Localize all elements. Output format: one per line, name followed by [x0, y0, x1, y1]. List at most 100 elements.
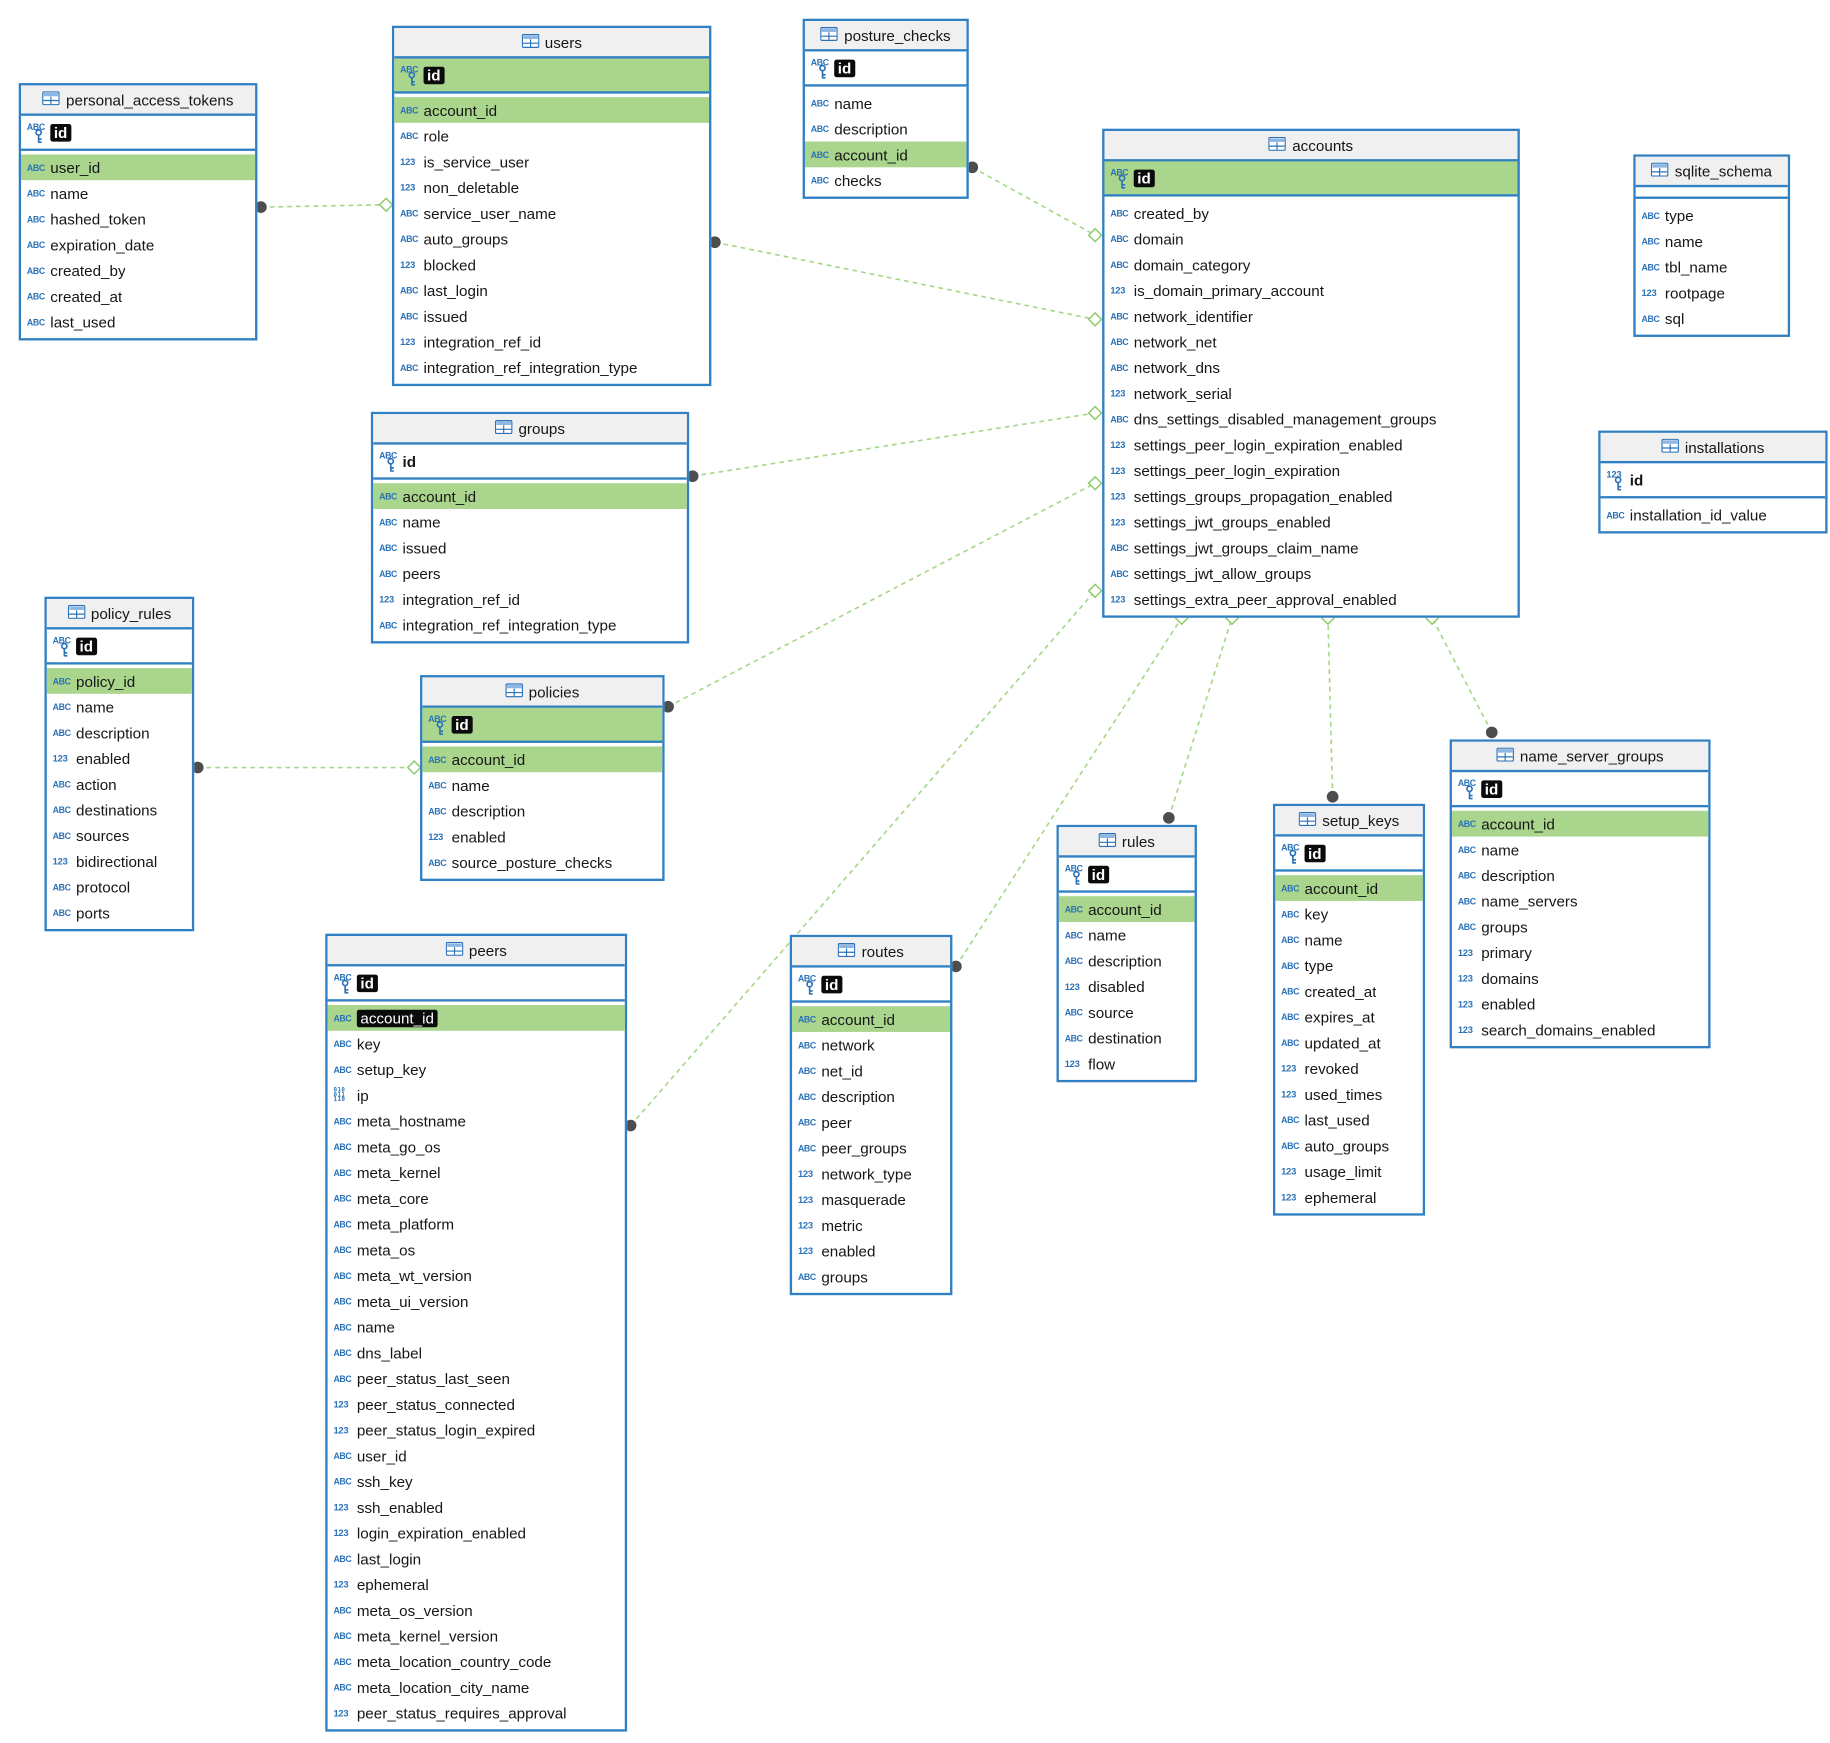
table-header[interactable]: posture_checks	[804, 21, 967, 52]
table-header[interactable]: policy_rules	[46, 599, 192, 630]
table-header[interactable]: routes	[792, 937, 951, 968]
relationship-setup_keys-accounts[interactable]	[1320, 610, 1339, 803]
table-header[interactable]: personal_access_tokens	[21, 85, 256, 116]
table-header[interactable]: accounts	[1104, 131, 1518, 162]
table-header[interactable]: setup_keys	[1275, 806, 1423, 837]
relationship-rules-accounts[interactable]	[1162, 610, 1240, 824]
relationship-peers-accounts[interactable]	[624, 583, 1103, 1132]
relationship-posture_checks-accounts[interactable]	[966, 161, 1103, 243]
table-header[interactable]: name_server_groups	[1451, 741, 1709, 773]
relationship-policies-accounts[interactable]	[662, 475, 1103, 713]
table-header[interactable]: installations	[1600, 432, 1826, 464]
table-header[interactable]: users	[394, 28, 710, 59]
relationship-policy_rules-policies[interactable]	[191, 760, 422, 776]
table-header[interactable]: policies	[422, 677, 663, 708]
table-header[interactable]: groups	[373, 414, 687, 445]
relationship-name_server_groups-accounts[interactable]	[1424, 610, 1498, 739]
